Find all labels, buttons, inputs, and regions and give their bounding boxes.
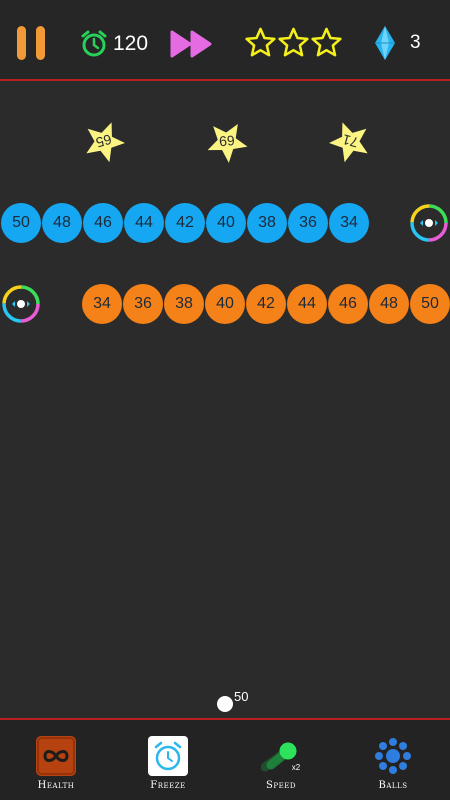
- orange-ball[interactable]: 50: [410, 284, 450, 324]
- fast-forward-button[interactable]: [169, 30, 215, 58]
- star-outline-icon: [311, 27, 342, 57]
- blue-ball[interactable]: 44: [124, 203, 164, 243]
- star-rating: [245, 27, 343, 59]
- blue-ball[interactable]: 42: [165, 203, 205, 243]
- top-hud: 120 3: [0, 0, 450, 80]
- timer-value: 120: [113, 32, 149, 55]
- orange-ball[interactable]: 36: [123, 284, 163, 324]
- blue-ball[interactable]: 50: [1, 203, 41, 243]
- fast-forward-icon: [170, 30, 212, 58]
- blue-ball[interactable]: 34: [329, 203, 369, 243]
- diamond-gem-icon: [375, 26, 395, 60]
- star-target-value: 65: [94, 131, 113, 151]
- orange-ball[interactable]: 40: [205, 284, 245, 324]
- powerup-label: Freeze: [150, 780, 186, 791]
- timer: 120: [79, 27, 148, 61]
- speed-multiplier-badge: x2: [292, 763, 301, 772]
- orange-ball[interactable]: 34: [82, 284, 122, 324]
- star-target-65[interactable]: 65: [80, 118, 128, 166]
- top-divider: [0, 79, 450, 81]
- pause-bar-right: [36, 26, 45, 60]
- powerup-health[interactable]: Health: [20, 736, 92, 796]
- gem-counter: 3: [374, 25, 421, 61]
- pause-bar-left: [17, 26, 26, 60]
- blue-ball[interactable]: 38: [247, 203, 287, 243]
- balls-cluster-icon: [375, 738, 411, 774]
- orange-ball[interactable]: 48: [369, 284, 409, 324]
- star-target-71[interactable]: 71: [326, 118, 374, 166]
- blue-ball[interactable]: 48: [42, 203, 82, 243]
- clock-icon: [148, 736, 188, 776]
- star-target-value: 69: [218, 132, 235, 149]
- infinity-icon: [36, 736, 76, 776]
- launcher-ball: [217, 696, 233, 712]
- orange-ball[interactable]: 42: [246, 284, 286, 324]
- star-target-69[interactable]: 69: [203, 118, 251, 166]
- orange-ball-row: 34 36 38 40 42 44 46 48 50: [0, 283, 450, 325]
- gem-count: 3: [410, 32, 421, 53]
- powerup-label: Speed: [266, 780, 296, 791]
- blue-ball[interactable]: 36: [288, 203, 328, 243]
- powerup-label: Balls: [378, 780, 408, 791]
- star-target-value: 71: [340, 131, 359, 151]
- alarm-clock-icon: [81, 30, 107, 57]
- star-outline-icon: [245, 27, 276, 57]
- powerup-speed[interactable]: x2 Speed: [245, 736, 317, 796]
- blue-ball[interactable]: 46: [83, 203, 123, 243]
- orange-ball[interactable]: 46: [328, 284, 368, 324]
- blue-ball-row: 50 48 46 44 42 40 38 36 34: [0, 202, 450, 244]
- speed-ball-icon: x2: [261, 742, 301, 772]
- ball-count: 50: [234, 689, 249, 704]
- powerup-balls[interactable]: Balls: [357, 736, 429, 796]
- powerup-label: Health: [37, 780, 75, 791]
- orange-ball[interactable]: 44: [287, 284, 327, 324]
- portal-icon: [410, 204, 448, 242]
- orange-ball[interactable]: 38: [164, 284, 204, 324]
- pause-button[interactable]: [16, 26, 48, 62]
- bottom-divider: [0, 718, 450, 720]
- powerup-freeze[interactable]: Freeze: [132, 736, 204, 796]
- star-outline-icon: [278, 27, 309, 57]
- portal-icon: [2, 285, 40, 323]
- blue-ball[interactable]: 40: [206, 203, 246, 243]
